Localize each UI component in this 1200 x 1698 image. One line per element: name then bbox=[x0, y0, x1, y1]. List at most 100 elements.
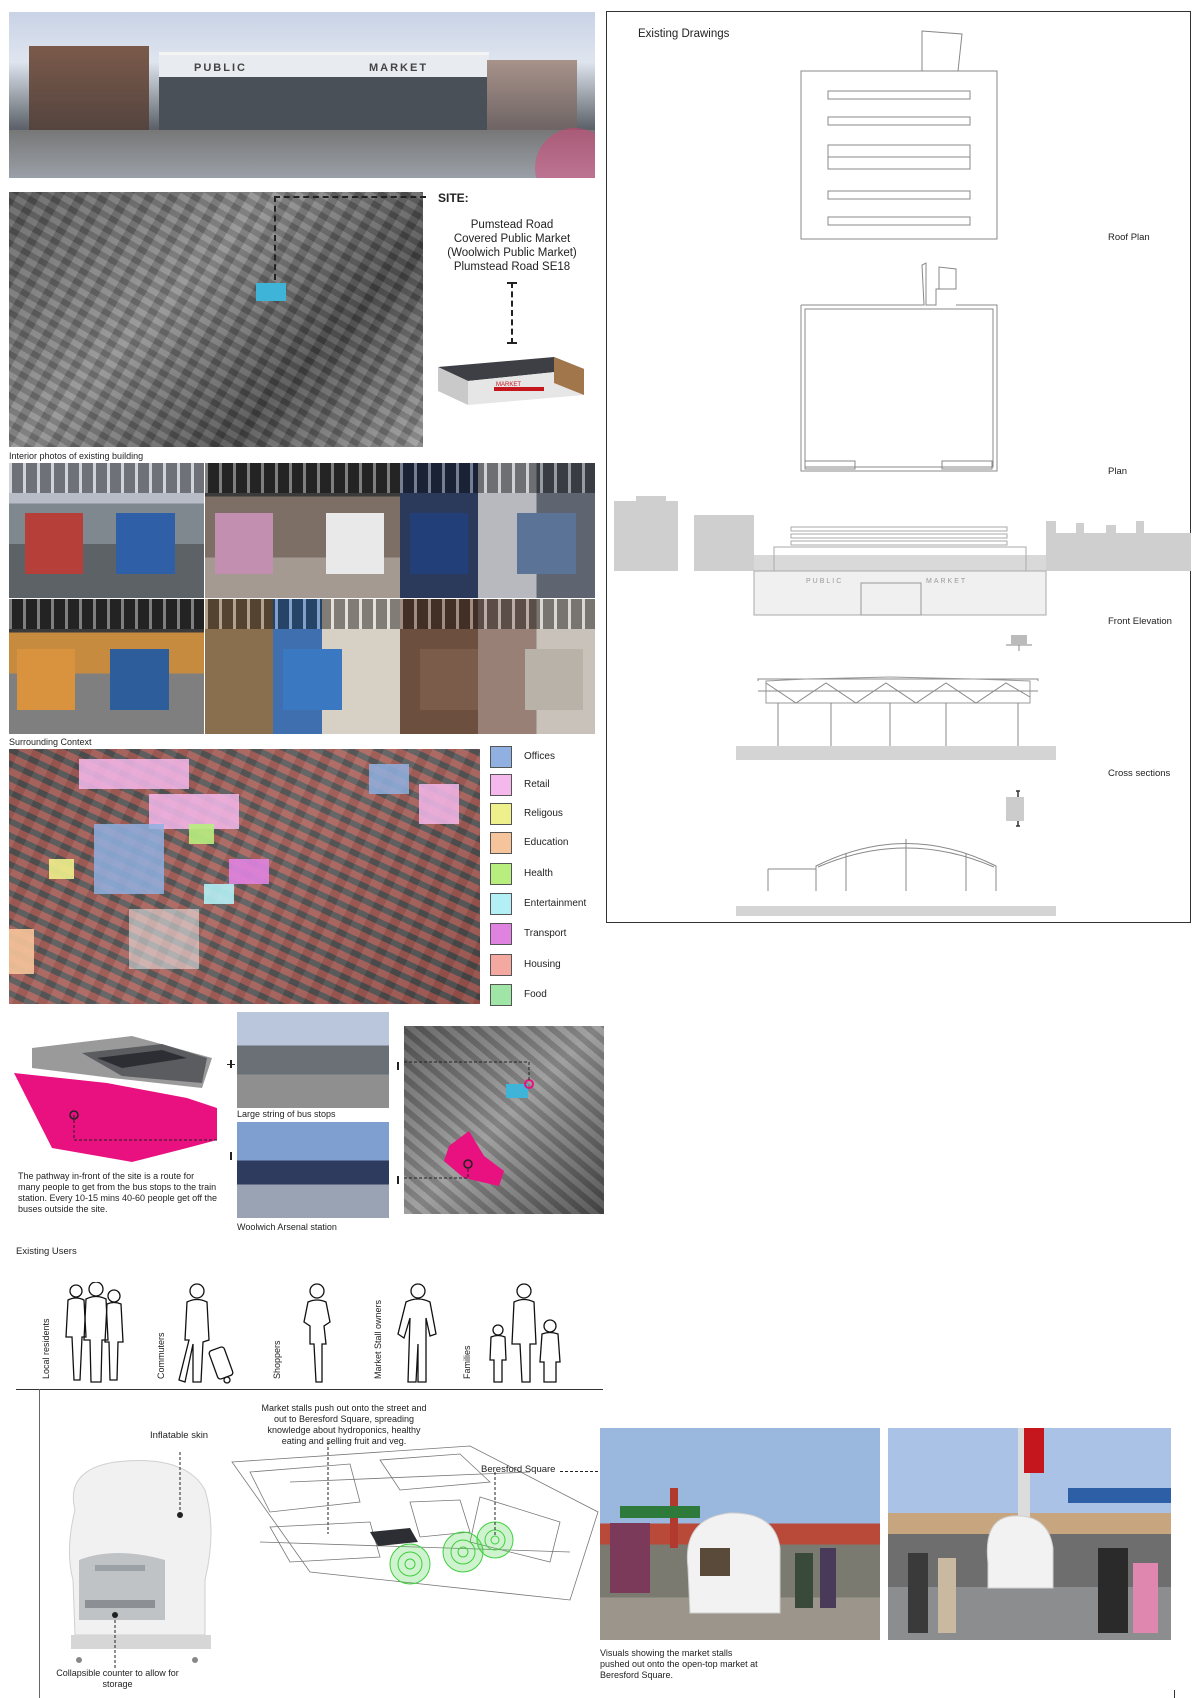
interior-roof bbox=[205, 463, 400, 493]
pathway-aerial-overlay bbox=[404, 1061, 534, 1186]
legend-label: Religous bbox=[524, 808, 563, 819]
roof-plan-drawing bbox=[800, 30, 998, 240]
front-elevation-label: Front Elevation bbox=[1108, 616, 1172, 627]
market-visual-overlay bbox=[610, 1488, 836, 1614]
zone-entertainment bbox=[204, 884, 234, 904]
zone-retail bbox=[419, 784, 459, 824]
street-photo-shopfronts-right bbox=[487, 60, 577, 130]
elevation-sign-public: PUBLIC bbox=[806, 578, 843, 585]
local-residents-icon bbox=[65, 1282, 124, 1383]
legend-label: Retail bbox=[524, 779, 550, 790]
street-photo-sign-public: PUBLIC bbox=[194, 62, 247, 74]
zone-transport bbox=[229, 859, 269, 884]
collapsible-counter-label: Collapsible counter to allow for storage bbox=[56, 1668, 179, 1689]
user-label-shoppers: Shoppers bbox=[272, 1340, 282, 1379]
interior-stall bbox=[524, 648, 584, 710]
pathway-description: The pathway in-front of the site is a ro… bbox=[18, 1171, 217, 1214]
station-photo bbox=[237, 1122, 389, 1218]
user-label-commuters: Commuters bbox=[156, 1332, 166, 1379]
interior-photo bbox=[9, 463, 204, 598]
site-leader-line bbox=[507, 282, 517, 344]
pathway-3d-model bbox=[14, 1036, 217, 1162]
surrounding-context-label: Surrounding Context bbox=[9, 737, 92, 747]
interior-stall bbox=[409, 512, 469, 574]
street-photo-shopfronts-left bbox=[29, 46, 149, 130]
market-visual-overlay bbox=[908, 1428, 1171, 1633]
site-address: Pumstead Road Covered Public Market (Woo… bbox=[438, 218, 586, 274]
existing-drawings-sheet: PUBLIC MARKET bbox=[614, 30, 1191, 916]
inflatable-skin-label: Inflatable skin bbox=[150, 1430, 209, 1441]
interior-photo bbox=[205, 463, 400, 598]
interior-photos-label: Interior photos of existing building bbox=[9, 451, 144, 461]
interior-graffiti-wall bbox=[283, 648, 342, 710]
corner-mark bbox=[1174, 1690, 1175, 1698]
existing-drawings-title: Existing Drawings bbox=[638, 28, 730, 40]
surrounding-context-map bbox=[9, 749, 480, 1004]
legend-swatch bbox=[490, 984, 512, 1006]
legend-swatch bbox=[490, 774, 512, 796]
bus-stops-photo bbox=[237, 1012, 389, 1108]
zone-retail bbox=[79, 759, 189, 789]
beresford-connector bbox=[560, 1471, 598, 1472]
commuter-icon bbox=[178, 1283, 234, 1384]
interior-roof bbox=[400, 463, 595, 493]
zone-offices bbox=[369, 764, 409, 794]
visual-caption: Visuals showing the market stalls pushed… bbox=[600, 1648, 758, 1681]
cross-sections-label: Cross sections bbox=[1108, 768, 1171, 779]
plan-label: Plan bbox=[1108, 466, 1128, 477]
site-address-line: (Woolwich Public Market) bbox=[447, 247, 577, 259]
street-photo-market-building bbox=[159, 52, 489, 133]
site-address-line: Covered Public Market bbox=[453, 233, 571, 245]
market-visual-photo-1 bbox=[600, 1428, 880, 1640]
interior-stall bbox=[110, 648, 169, 710]
market-visual-photo-2 bbox=[888, 1428, 1171, 1640]
stall-owner-icon bbox=[397, 1283, 437, 1383]
interior-stall bbox=[116, 512, 175, 574]
site-building-model: MARKET bbox=[438, 357, 584, 405]
legend-swatch bbox=[490, 893, 512, 915]
legend-label: Health bbox=[524, 868, 553, 879]
site-address-line: Plumstead Road SE18 bbox=[453, 261, 571, 273]
existing-drawings-panel bbox=[606, 11, 1191, 923]
legend-label: Transport bbox=[524, 928, 567, 939]
bus-stops-caption: Large string of bus stops bbox=[237, 1109, 336, 1119]
legend-label: Offices bbox=[524, 751, 555, 762]
street-photo-sign-market: MARKET bbox=[369, 62, 429, 74]
existing-users-label: Existing Users bbox=[16, 1246, 77, 1257]
zone-construction bbox=[129, 909, 199, 969]
interior-roof bbox=[205, 599, 400, 629]
beresford-square-plan bbox=[231, 1442, 599, 1601]
interior-photo bbox=[9, 599, 204, 734]
user-label-stall-owners: Market Stall owners bbox=[373, 1299, 383, 1379]
legend-swatch bbox=[490, 923, 512, 945]
interior-roof bbox=[9, 599, 204, 629]
interior-stall bbox=[419, 648, 478, 710]
zone-health bbox=[189, 824, 214, 844]
station-caption: Woolwich Arsenal station bbox=[237, 1222, 337, 1232]
interior-photo bbox=[400, 599, 595, 734]
connector-tick bbox=[230, 1060, 232, 1068]
front-elevation-drawing: PUBLIC MARKET bbox=[614, 496, 1191, 916]
user-label-families: Families bbox=[462, 1345, 472, 1379]
families-icon bbox=[489, 1283, 561, 1383]
zone-retail bbox=[149, 794, 239, 829]
street-photo-pavement bbox=[9, 130, 595, 178]
site-dashed-leader bbox=[274, 196, 426, 280]
interior-stall bbox=[24, 512, 84, 574]
market-stalls-note: Market stalls push out onto the street a… bbox=[261, 1403, 427, 1446]
connector-tick bbox=[397, 1062, 399, 1070]
legend-swatch bbox=[490, 803, 512, 825]
connector-tick bbox=[230, 1152, 232, 1160]
shopper-icon bbox=[303, 1283, 331, 1383]
users-divider bbox=[39, 1389, 40, 1698]
legend-swatch bbox=[490, 954, 512, 976]
legend-label: Housing bbox=[524, 959, 561, 970]
connector-tick bbox=[397, 1176, 399, 1184]
cross-section-truss-drawing bbox=[757, 635, 1039, 746]
beresford-square-label: Beresford Square bbox=[481, 1464, 556, 1475]
site-address-line: Pumstead Road bbox=[470, 219, 554, 231]
visual-caption-line: Visuals showing the market stalls bbox=[600, 1648, 733, 1658]
legend-swatch bbox=[490, 832, 512, 854]
zone-religious bbox=[49, 859, 74, 879]
interior-roof bbox=[400, 599, 595, 629]
